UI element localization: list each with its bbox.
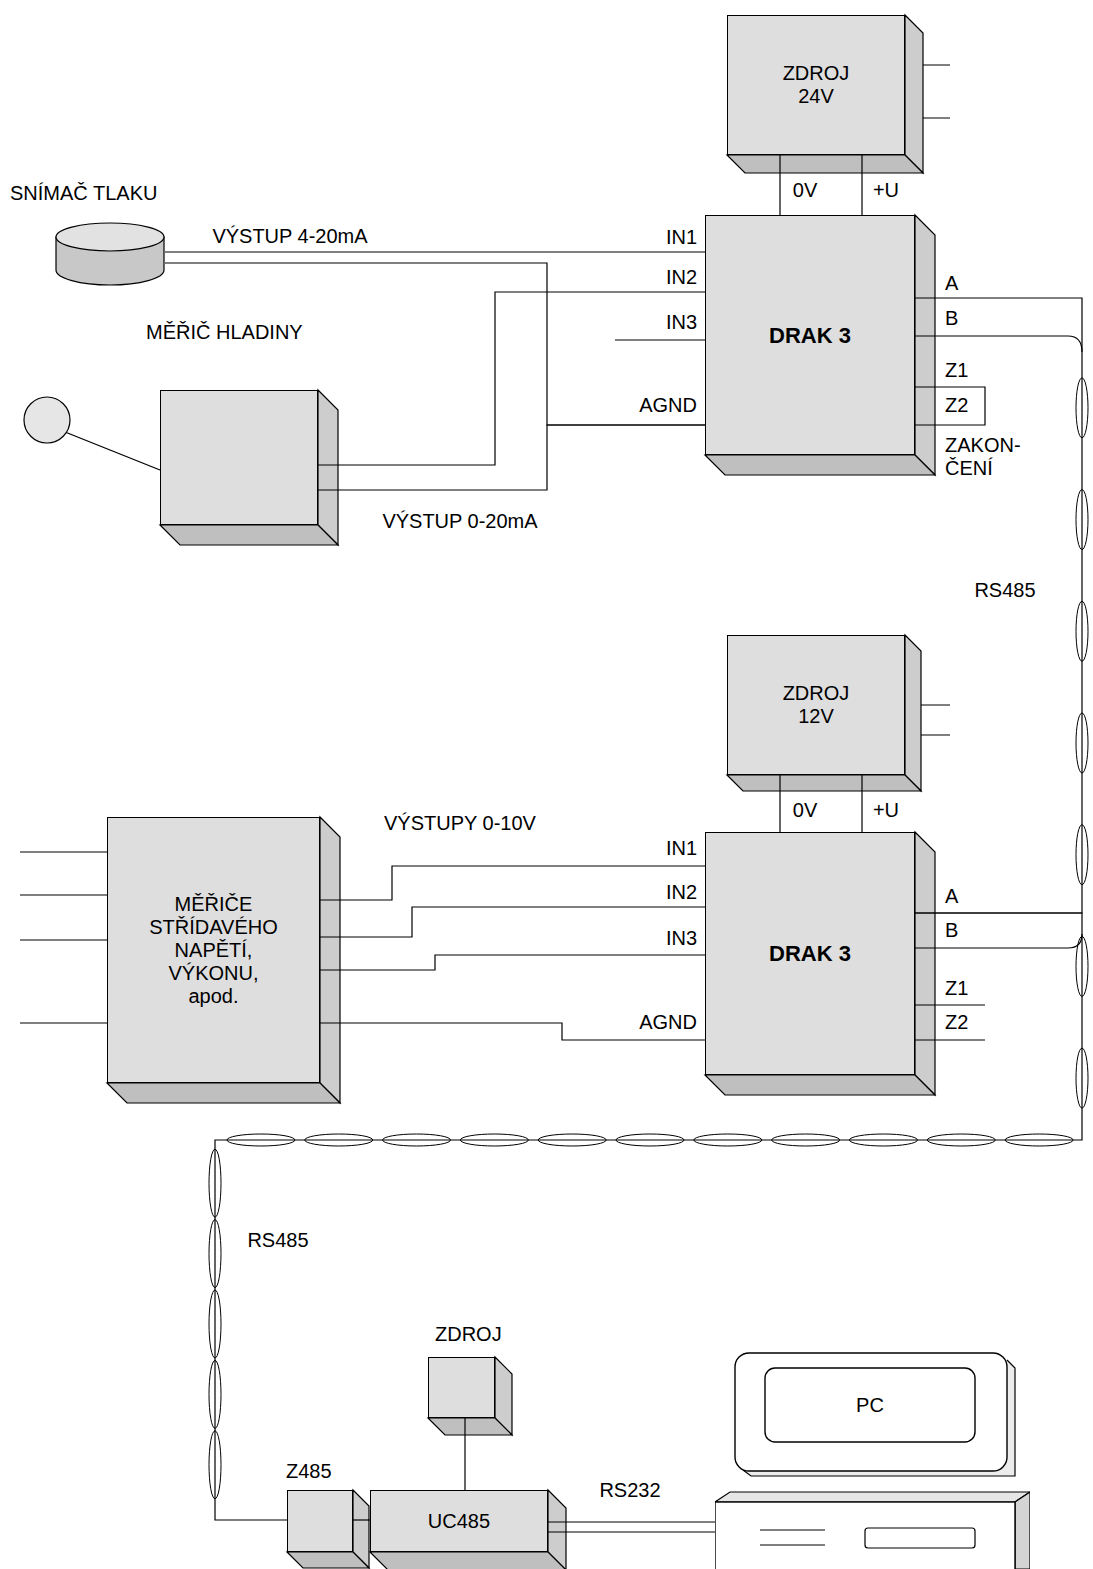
box-bottom [160,525,338,545]
wire-connector [779,775,780,832]
level-meter: MĚŘIČ HLADINY [160,390,318,525]
level-float [24,397,70,443]
wire-label: RS485 [972,579,1037,602]
wire-connector [165,251,705,252]
pin-label: Z2 [945,394,968,417]
pin-label: IN2 [666,881,697,904]
box-label: PC [856,1394,884,1417]
box-label: DRAK 3 [769,942,851,965]
wire-connector [318,425,705,490]
pin-label: Z1 [945,359,968,382]
pin-label: Z1 [945,977,968,1000]
box-label: ZDROJ 24V [783,62,850,108]
wire-connector [215,913,1082,1520]
box-bottom [727,155,923,173]
input-stub [615,339,705,340]
pin-label: IN3 [666,927,697,950]
wire-label: RS232 [597,1479,662,1502]
wire-label: +U [871,799,901,822]
pin-label: AGND [639,1011,697,1034]
wire-connector [548,1521,715,1522]
pin-label: IN2 [666,266,697,289]
wire-label: 0V [791,799,819,822]
pin-label: IN3 [666,311,697,334]
float-rod [65,432,160,470]
wire-label: +U [871,179,901,202]
box-bottom [370,1552,566,1569]
wire-stubs [20,65,1082,1532]
pin-label: ZAKON- ČENÍ [945,434,1021,480]
wire-label: RS485 [245,1229,310,1252]
drak-module: DRAK 3 [705,832,915,1075]
wire-connector [915,298,1082,913]
box-label: DRAK 3 [769,324,851,347]
mains-wires [923,65,950,118]
pin-label: B [945,919,958,942]
wire-connector [861,155,862,215]
power-supply: ZDROJ [428,1357,495,1418]
personal-computer: PC [715,1352,1030,1569]
box-label: ZDROJ 12V [783,682,850,728]
box-bottom [428,1418,512,1435]
wire-connector [320,907,705,937]
wire-connector [353,1519,370,1520]
termination-stub [915,1005,985,1040]
bus-wire [915,934,1082,948]
computer-drawing [715,1352,1030,1569]
twisted-pair [209,378,1088,1499]
pin-label: AGND [639,394,697,417]
pin-label: IN1 [666,837,697,860]
box-side [915,832,935,1095]
box-heading: SNÍMAČ TLAKU [10,182,157,205]
pressure-sensor: SNÍMAČ TLAKU [55,222,165,287]
bus-wire [915,336,1082,352]
wire-connector [318,292,705,465]
box-side [318,390,338,545]
power-supply: ZDROJ 12V [727,635,905,775]
box-heading: MĚŘIČ HLADINY [146,321,303,344]
power-supply: ZDROJ 24V [727,15,905,155]
box-bottom [727,775,921,791]
box-bottom [705,1075,935,1095]
wire-label: 0V [791,179,819,202]
box-label: UC485 [428,1510,490,1533]
rs232-wire [548,1531,715,1532]
termination-z485: Z485 [287,1490,353,1552]
termination-jumper [915,387,985,425]
drak-module: DRAK 3 [705,215,915,455]
wire-label: VÝSTUPY 0-10V [382,812,538,835]
sensor-cylinder [55,222,165,287]
box-bottom [287,1552,369,1568]
box-bottom [107,1083,340,1103]
ac-meters: MĚŘIČE STŘÍDAVÉHO NAPĚTÍ, VÝKONU, apod. [107,817,320,1083]
pin-label: Z2 [945,1011,968,1034]
wire-label: VÝSTUP 0-20mA [380,510,539,533]
box-side [915,215,935,475]
wire-label: VÝSTUP 4-20mA [210,225,369,248]
box-heading: ZDROJ [435,1323,502,1346]
wire-connector [320,866,705,900]
wire-connector [861,775,862,832]
pin-label: A [945,885,958,908]
box-bottom [705,455,935,475]
box-side [905,635,921,791]
pin-label: A [945,272,958,295]
pin-label: B [945,307,958,330]
box-label: MĚŘIČE STŘÍDAVÉHO NAPĚTÍ, VÝKONU, apod. [149,893,278,1008]
box-side [320,817,340,1103]
wire-connector [779,155,780,215]
mains-wires [921,705,950,735]
box-heading: Z485 [286,1460,332,1483]
wire-connector [320,955,705,970]
measured-inputs [20,852,107,1023]
box-side [905,15,923,173]
wire-connector [464,1418,465,1490]
pin-label: IN1 [666,226,697,249]
box-shading [107,15,935,1569]
converter-uc485: UC485 [370,1490,548,1552]
